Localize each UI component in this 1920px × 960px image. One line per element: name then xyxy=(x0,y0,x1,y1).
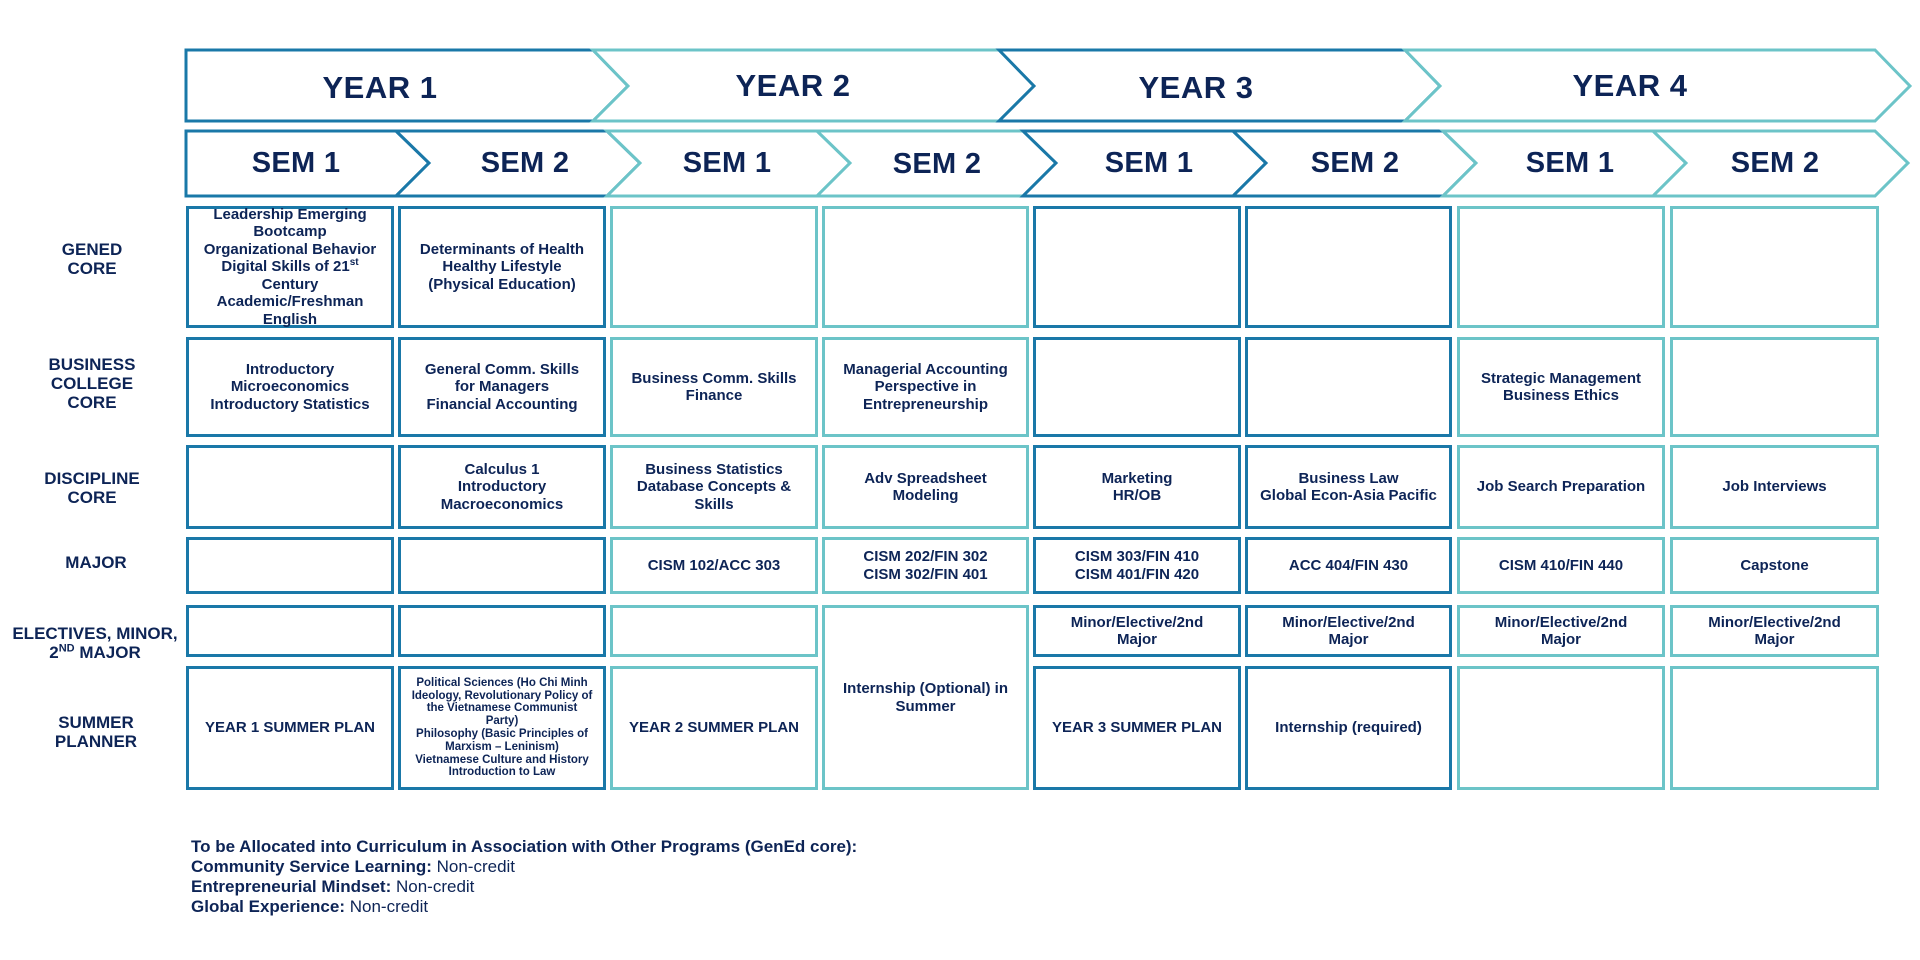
discipline-y4-s1: Job Search Preparation xyxy=(1457,445,1665,529)
electives-y2-s1 xyxy=(610,605,818,657)
discipline-y2-s2: Adv Spreadsheet Modeling xyxy=(822,445,1029,529)
business-y2-s2: Managerial Accounting Perspective in Ent… xyxy=(822,337,1029,437)
summer-y3-s2: Internship (required) xyxy=(1245,666,1452,790)
electives-y1-s1 xyxy=(186,605,394,657)
summer-y1-s2: Political Sciences (Ho Chi Minh Ideology… xyxy=(398,666,606,790)
business-y4-s2 xyxy=(1670,337,1879,437)
gened-y4-s2 xyxy=(1670,206,1879,328)
gened-y1-s2: Determinants of Health Healthy Lifestyle… xyxy=(398,206,606,328)
gened-y3-s1 xyxy=(1033,206,1241,328)
major-y2-s1: CISM 102/ACC 303 xyxy=(610,537,818,594)
business-y4-s1: Strategic Management Business Ethics xyxy=(1457,337,1665,437)
summer-y3-s1: YEAR 3 SUMMER PLAN xyxy=(1033,666,1241,790)
year-1-label: YEAR 1 xyxy=(322,70,438,105)
sem-arrow-8 xyxy=(1649,129,1911,198)
gened-y4-s1 xyxy=(1457,206,1665,328)
footer-notes: To be Allocated into Curriculum in Assoc… xyxy=(191,837,857,917)
major-y1-s1 xyxy=(186,537,394,594)
discipline-y3-s1: Marketing HR/OB xyxy=(1033,445,1241,529)
footer-title: To be Allocated into Curriculum in Assoc… xyxy=(191,837,858,856)
sem-label-2: SEM 2 xyxy=(480,146,570,179)
summer-y4-s2 xyxy=(1670,666,1879,790)
gened-y3-s2 xyxy=(1245,206,1452,328)
internship-optional-y2-s2: Internship (Optional) in Summer xyxy=(822,605,1029,790)
major-y3-s2: ACC 404/FIN 430 xyxy=(1245,537,1452,594)
gened-y1-s1: Leadership Emerging Bootcamp Organizatio… xyxy=(186,206,394,328)
electives-y4-s2: Minor/Elective/2nd Major xyxy=(1670,605,1879,657)
year-3-label: YEAR 3 xyxy=(1138,70,1254,105)
sem-label-3: SEM 1 xyxy=(682,146,772,179)
major-y2-s2: CISM 202/FIN 302 CISM 302/FIN 401 xyxy=(822,537,1029,594)
electives-y3-s1: Minor/Elective/2nd Major xyxy=(1033,605,1241,657)
major-y1-s2 xyxy=(398,537,606,594)
business-y2-s1: Business Comm. Skills Finance xyxy=(610,337,818,437)
sem-label-5: SEM 1 xyxy=(1104,146,1194,179)
row-label-major: MAJOR xyxy=(65,552,127,572)
major-y4-s1: CISM 410/FIN 440 xyxy=(1457,537,1665,594)
business-y1-s1: Introductory Microeconomics Introductory… xyxy=(186,337,394,437)
year-2-label: YEAR 2 xyxy=(735,68,851,103)
discipline-y4-s2: Job Interviews xyxy=(1670,445,1879,529)
sem-label-8: SEM 2 xyxy=(1730,146,1820,179)
sem-label-6: SEM 2 xyxy=(1310,146,1400,179)
major-y3-s1: CISM 303/FIN 410 CISM 401/FIN 420 xyxy=(1033,537,1241,594)
business-y1-s2: General Comm. Skills for Managers Financ… xyxy=(398,337,606,437)
discipline-y3-s2: Business Law Global Econ-Asia Pacific xyxy=(1245,445,1452,529)
footer-item: Global Experience: Non-credit xyxy=(191,897,429,916)
footer-item: Community Service Learning: Non-credit xyxy=(191,857,516,876)
year-4-arrow xyxy=(1401,48,1913,123)
discipline-y1-s2: Calculus 1 Introductory Macroeconomics xyxy=(398,445,606,529)
electives-y3-s2: Minor/Elective/2nd Major xyxy=(1245,605,1452,657)
sem-label-7: SEM 1 xyxy=(1525,146,1615,179)
sem-label-1: SEM 1 xyxy=(251,146,341,179)
row-label-electives: ELECTIVES, MINOR,2ND MAJOR xyxy=(12,624,178,662)
business-y3-s2 xyxy=(1245,337,1452,437)
summer-y1-s1: YEAR 1 SUMMER PLAN xyxy=(186,666,394,790)
major-y4-s2: Capstone xyxy=(1670,537,1879,594)
gened-y2-s1 xyxy=(610,206,818,328)
sem-label-4: SEM 2 xyxy=(892,147,982,180)
discipline-y1-s1 xyxy=(186,445,394,529)
business-y3-s1 xyxy=(1033,337,1241,437)
footer-item: Entrepreneurial Mindset: Non-credit xyxy=(191,877,475,896)
summer-y2-s1: YEAR 2 SUMMER PLAN xyxy=(610,666,818,790)
summer-y4-s1 xyxy=(1457,666,1665,790)
year-4-label: YEAR 4 xyxy=(1572,68,1688,103)
gened-y2-s2 xyxy=(822,206,1029,328)
electives-y1-s2 xyxy=(398,605,606,657)
discipline-y2-s1: Business Statistics Database Concepts & … xyxy=(610,445,818,529)
electives-y4-s1: Minor/Elective/2nd Major xyxy=(1457,605,1665,657)
